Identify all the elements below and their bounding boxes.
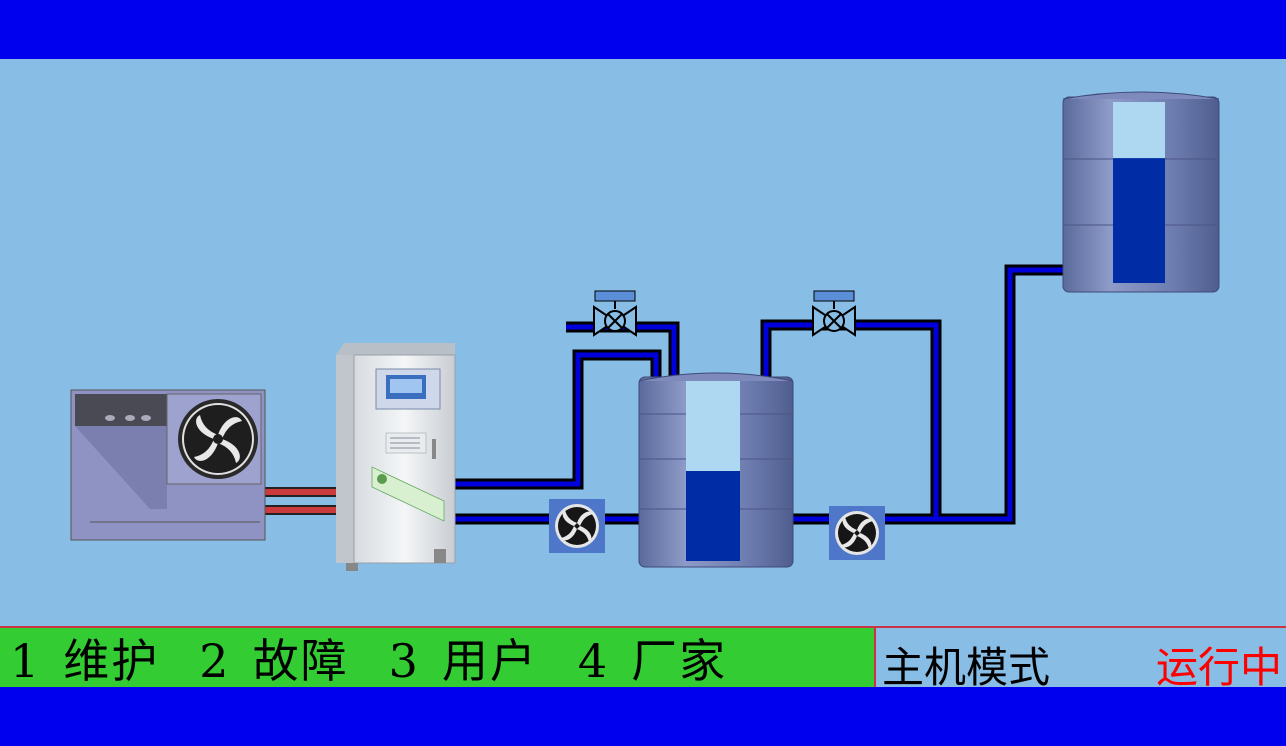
function-menu: 1 维护 2 故障 3 用户 4 厂家 (0, 626, 874, 688)
valve-right[interactable] (812, 290, 856, 337)
menu-item-fault[interactable]: 2 故障 (199, 625, 348, 691)
control-cabinet[interactable] (336, 343, 456, 571)
run-status-text: 运行中 (1155, 643, 1282, 692)
pump-left[interactable] (549, 499, 605, 553)
menu-item-label: 用户 (441, 633, 538, 688)
menu-item-label: 故障 (252, 633, 349, 688)
process-diagram (70, 91, 1220, 571)
pump-right[interactable] (829, 506, 885, 560)
menu-item-number: 4 (577, 633, 610, 688)
outdoor-fan-icon (178, 399, 258, 479)
menu-item-maintenance[interactable]: 1 维护 (10, 625, 159, 691)
valve-left[interactable] (593, 290, 637, 337)
menu-item-user[interactable]: 3 用户 (389, 625, 538, 691)
bottom-bar (0, 687, 1286, 746)
status-panel: 主机模式 运行中 (874, 626, 1286, 692)
tall-water-tank[interactable] (1062, 91, 1220, 293)
menu-item-manufacturer[interactable]: 4 厂家 (578, 625, 727, 691)
top-bar (0, 0, 1286, 59)
menu-item-number: 2 (199, 633, 231, 688)
middle-water-tank[interactable] (638, 372, 794, 568)
tall-tank-level (1113, 158, 1165, 283)
menu-item-label: 厂家 (631, 633, 728, 688)
host-mode-label: 主机模式 (882, 643, 1051, 692)
menu-item-number: 1 (10, 633, 42, 688)
refrigerant-pipes (265, 487, 337, 515)
middle-tank-level (686, 471, 740, 561)
menu-item-label: 维护 (63, 633, 160, 688)
menu-item-number: 3 (388, 633, 420, 688)
